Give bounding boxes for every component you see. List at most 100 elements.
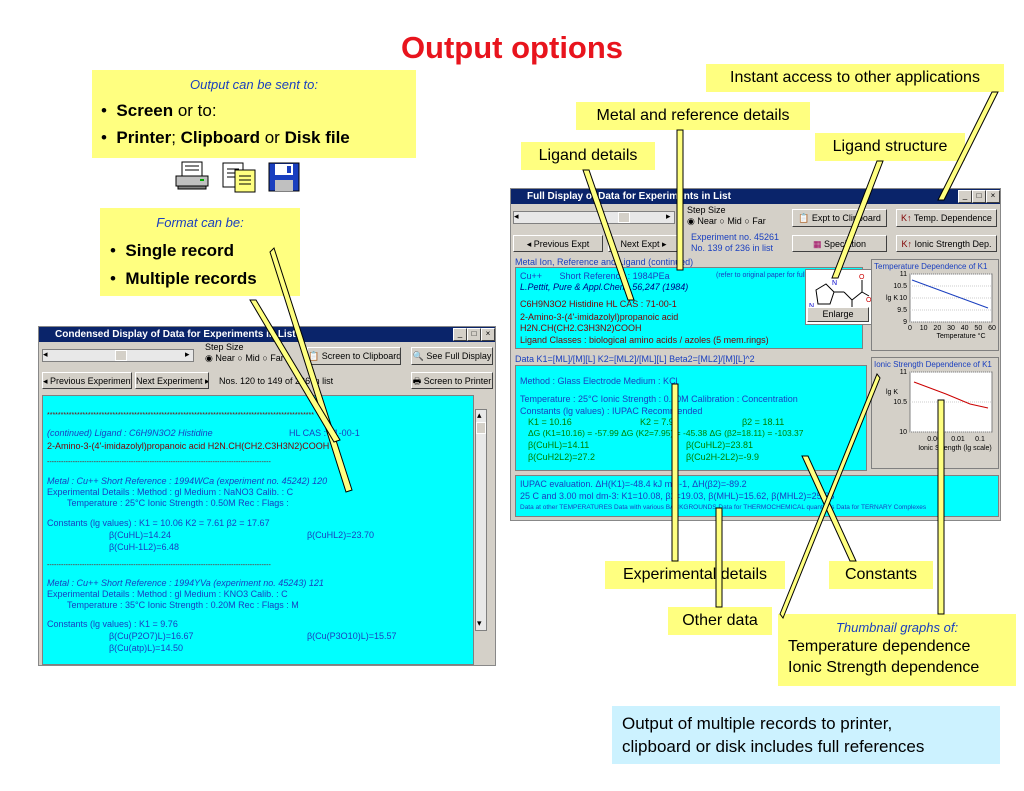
temp-xtick: 50 [974,325,982,332]
k-icon: K↑ [901,213,912,223]
format-box: Format can be: • Single record • Multipl… [100,208,300,296]
scroll-down-arrow[interactable]: ▾ [477,618,482,628]
temp-dependence-button[interactable]: K↑ Temp. Dependence [896,209,997,227]
next-expt-button[interactable]: Next Expt ▸ [608,235,679,252]
scroll-up-arrow[interactable]: ▴ [477,410,482,420]
temp-ytick: 10 [899,295,907,302]
scroll-left-arrow[interactable]: ◂ [43,349,48,359]
svg-text:N: N [832,280,837,287]
record-1-metal: Metal : Cu++ Short Reference : 1994WCa (… [47,476,328,486]
note-box: Output of multiple records to printer, c… [612,706,1000,764]
iupac-line-2: 25 C and 3.00 mol dm-3: K1=10.08, β2=19.… [520,491,835,501]
see-full-display-button[interactable]: 🔍 See Full Display [411,347,493,365]
disk-icon [268,162,300,192]
ionic-xtick: 0.1 [975,436,985,443]
list-range: Nos. 120 to 149 of 236 in list [219,376,334,386]
record-1-c2: β(CuHL2)=23.70 [307,530,374,540]
ionic-xlabel: Ionic Strength (lg scale) [918,445,992,452]
record-2-c1: β(Cu(P2O7)L)=16.67 [109,631,194,641]
enlarge-button[interactable]: Enlarge [807,307,869,322]
full-window-titlebar: Full Display of Data for Experiments in … [511,189,1000,204]
temp-xtick: 40 [961,325,969,332]
thumb-temperature: Temperature dependence [788,638,971,656]
step-size-label: Step Size [205,342,244,352]
record-1-experimental: Experimental Details : Method : gl Mediu… [47,487,294,497]
minimize-button[interactable]: _ [958,190,972,203]
ligand-structural-formula: H2N.CH(CH2.C3H3N2)COOH [520,323,642,333]
authors: L.Pettit, Pure & Appl.Chem.,56,247 (1984… [520,282,689,292]
record-1-temperature: Temperature : 25°C Ionic Strength : 0.50… [67,498,289,508]
speciation-button[interactable]: ▦ Speciation [792,235,887,252]
ionic-graph-title: Ionic Strength Dependence of K1 [874,360,992,369]
maximize-button[interactable]: □ [467,328,481,341]
close-button[interactable]: × [481,328,495,341]
scroll-thumb[interactable] [115,350,127,361]
record-2-experimental: Experimental Details : Method : gl Mediu… [47,589,288,599]
delta-g-line: ΔG (K1=10.16) = -57.99 ΔG (K2=7.95) = -4… [528,428,804,438]
screen-to-printer-button[interactable]: 🖶 Screen to Printer [411,372,493,389]
metal-ion: Cu++ [520,271,543,281]
maximize-button[interactable]: □ [972,190,986,203]
record-1-c1: β(CuHL)=14.24 [109,530,171,540]
ligand-name: 2-Amino-3-(4'-imidazolyl)propanoic acid [520,312,679,322]
temp-xtick: 60 [988,325,996,332]
ligand-classes: Ligand Classes : biological amino acids … [520,335,769,345]
temp-xtick: 0 [908,325,912,332]
temp-series-line [911,279,989,309]
scroll-right-arrow[interactable]: ▸ [666,211,671,221]
ionic-strength-dep-button[interactable]: K↑ Ionic Strength Dep. [896,235,997,252]
callout-thumbnail-graphs: Thumbnail graphs of: Temperature depende… [778,614,1016,686]
thumb-ionic: Ionic Strength dependence [788,659,980,677]
format-heading: Format can be: [156,215,244,230]
iupac-evaluation: IUPAC evaluation. ΔH(K1)=-48.4 kJ mol-1,… [520,479,747,489]
clipboard-icon: 📋 [798,213,810,223]
output-heading: Output can be sent to: [190,77,318,92]
clipboard-icon [221,160,257,194]
previous-experiment-button[interactable]: ◂ Previous Experiment [42,372,132,389]
temp-ytick: 9 [903,319,907,326]
dash-separator-2: ----------------------------------------… [47,562,271,569]
callout-metal-reference: Metal and reference details [576,102,810,130]
step-radio-group[interactable]: ◉ Near ○ Mid ○ Far [205,353,284,363]
condensed-display-window: Condensed Display of Data for Experiment… [38,326,496,666]
callout-ligand-details: Ligand details [521,142,655,170]
ionic-ytick: 10.5 [893,399,907,406]
temp-xtick: 10 [920,325,928,332]
svg-text:O: O [866,297,872,304]
record-1-c3: β(CuH-1L2)=6.48 [109,542,179,552]
method-line: Method : Glass Electrode Medium : KCl [520,376,678,386]
temp-xtick: 30 [947,325,955,332]
note-line-1: Output of multiple records to printer, [622,714,893,733]
close-button[interactable]: × [986,190,1000,203]
condensed-content: ****************************************… [42,395,474,665]
k2-value: K2 = 7.95 [640,417,679,427]
screen-to-clipboard-button[interactable]: 📋 Screen to Clipboard [307,347,401,365]
ionic-xtick: 0.001 [927,436,945,443]
amino-line: 2-Amino-3-(4'-imidazolyl)propanoic acid … [47,441,330,451]
previous-expt-button[interactable]: ◂ Previous Expt [513,235,603,252]
scroll-thumb-vertical[interactable] [476,422,486,434]
next-experiment-button[interactable]: Next Experiment ▸ [135,372,209,389]
minimize-button[interactable]: _ [453,328,467,341]
beta2-value: β2 = 18.11 [742,417,785,427]
thumb-heading: Thumbnail graphs of: [835,620,959,635]
step-radio-group[interactable]: ◉ Near ○ Mid ○ Far [687,216,766,226]
step-scrollbar[interactable]: ◂ ▸ [513,211,675,224]
scroll-left-arrow[interactable]: ◂ [514,211,519,221]
step-scrollbar[interactable]: ◂ ▸ [42,349,194,362]
iupac-panel: IUPAC evaluation. ΔH(K1)=-48.4 kJ mol-1,… [515,475,999,517]
other-data-links[interactable]: Data at other TEMPERATURES Data with var… [520,504,927,511]
scroll-thumb[interactable] [618,212,630,223]
printer-icon: 🖶 [412,376,422,386]
const-cuh2l2: β(CuH2L2)=27.2 [528,452,595,462]
magnifier-icon: 🔍 [412,351,424,361]
expt-to-clipboard-button[interactable]: 📋 Expt to Clipboard [792,209,887,227]
record-2-metal: Metal : Cu++ Short Reference : 1994YVa (… [47,578,324,588]
scroll-right-arrow[interactable]: ▸ [185,349,190,359]
clipboard-icon: 📋 [308,351,320,361]
output-line-screen: • Screen or to: [101,101,217,120]
vertical-scrollbar[interactable]: ▴ ▾ [475,409,487,631]
